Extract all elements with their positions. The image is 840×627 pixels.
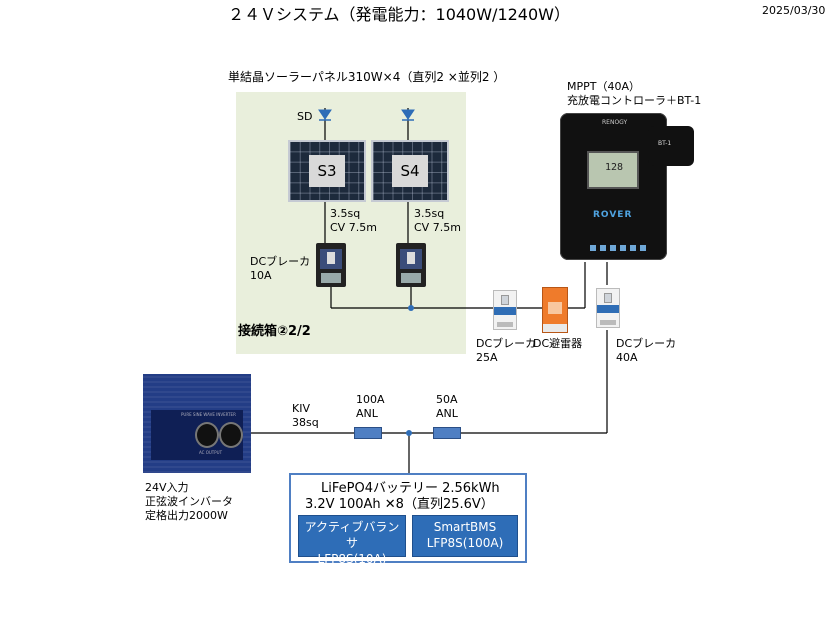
spd-label: DC避雷器 bbox=[533, 337, 583, 350]
bms-name: SmartBMS bbox=[433, 520, 497, 534]
battery-title: LiFePO4バッテリー 2.56kWh bbox=[321, 481, 500, 496]
balancer-model: LFP8S(10A) bbox=[317, 552, 387, 566]
ac-outlet-2-icon bbox=[219, 422, 243, 448]
controller-model: ROVER bbox=[593, 210, 633, 220]
solar-array-title: 単結晶ソーラーパネル310W×4（直列2 ×並列2 ） bbox=[228, 70, 506, 84]
inverter-panel-text: PURE SINE WAVE INVERTER bbox=[181, 412, 236, 417]
breaker40-rating: 40A bbox=[616, 351, 638, 364]
smart-bms: SmartBMS LFP8S(100A) bbox=[412, 515, 518, 557]
battery-config: 3.2V 100Ah ✕8（直列25.6V） bbox=[305, 497, 494, 512]
dc-breaker-10a-left bbox=[316, 243, 346, 287]
junction-box-label: 接続箱②2/2 bbox=[238, 324, 311, 339]
inverter-type-label: 正弦波インバータ bbox=[145, 495, 233, 508]
fuse100-rating: 100A bbox=[356, 393, 385, 406]
active-balancer: アクティブバランサ LFP8S(10A) bbox=[298, 515, 406, 566]
sine-wave-inverter: PURE SINE WAVE INVERTER AC OUTPUT bbox=[143, 374, 251, 473]
solar-panel-s3: S3 bbox=[288, 140, 366, 202]
cable-label-right-size: 3.5sq bbox=[414, 207, 445, 220]
anl-fuse-100a bbox=[354, 427, 382, 439]
ac-outlet-1-icon bbox=[195, 422, 219, 448]
bms-model: LFP8S(100A) bbox=[426, 536, 504, 550]
sd-label: SD bbox=[297, 110, 313, 123]
page-title: ２４Ｖシステム（発電能力：1040W/1240W） bbox=[228, 5, 570, 24]
breaker40-label: DCブレーカ bbox=[616, 337, 677, 350]
panel-s3-label: S3 bbox=[309, 155, 345, 187]
junction-box-area bbox=[236, 92, 466, 354]
dc-breaker-25a bbox=[493, 290, 517, 330]
fuse100-type: ANL bbox=[356, 407, 378, 420]
solar-panel-s4: S4 bbox=[371, 140, 449, 202]
fuse50-rating: 50A bbox=[436, 393, 458, 406]
battery-box: LiFePO4バッテリー 2.56kWh 3.2V 100Ah ✕8（直列25.… bbox=[289, 473, 527, 566]
mppt-label: MPPT（40A） bbox=[567, 80, 640, 93]
kiv-size-label: 38sq bbox=[292, 416, 319, 429]
breaker10-rating: 10A bbox=[250, 269, 272, 282]
cable-label-left-size: 3.5sq bbox=[330, 207, 361, 220]
dc-breaker-10a-right bbox=[396, 243, 426, 287]
bt1-module: BT-1 bbox=[648, 126, 694, 166]
inverter-rating-label: 定格出力2000W bbox=[145, 509, 228, 522]
date-label: 2025/03/30 bbox=[762, 4, 826, 17]
dc-breaker-40a bbox=[596, 288, 620, 328]
balancer-name: アクティブバランサ bbox=[304, 520, 400, 550]
breaker10-label: DCブレーカ bbox=[250, 255, 311, 268]
inverter-input-label: 24V入力 bbox=[145, 481, 189, 494]
breaker25-rating: 25A bbox=[476, 351, 498, 364]
controller-display-value: 128 bbox=[605, 162, 624, 173]
inverter-output-text: AC OUTPUT bbox=[199, 450, 223, 455]
kiv-label: KIV bbox=[292, 402, 310, 415]
controller-brand: RENOGY bbox=[602, 119, 628, 126]
fuse50-type: ANL bbox=[436, 407, 458, 420]
anl-fuse-50a bbox=[433, 427, 461, 439]
bt1-label: BT-1 bbox=[658, 140, 672, 147]
controller-display: 128 bbox=[587, 151, 639, 189]
dc-surge-arrester bbox=[542, 287, 568, 333]
controller-label: 充放電コントローラ＋BT-1 bbox=[567, 94, 702, 107]
panel-s4-label: S4 bbox=[392, 155, 428, 187]
breaker25-label: DCブレーカ bbox=[476, 337, 537, 350]
cable-label-left-type: CV 7.5m bbox=[330, 221, 377, 234]
cable-label-right-type: CV 7.5m bbox=[414, 221, 461, 234]
